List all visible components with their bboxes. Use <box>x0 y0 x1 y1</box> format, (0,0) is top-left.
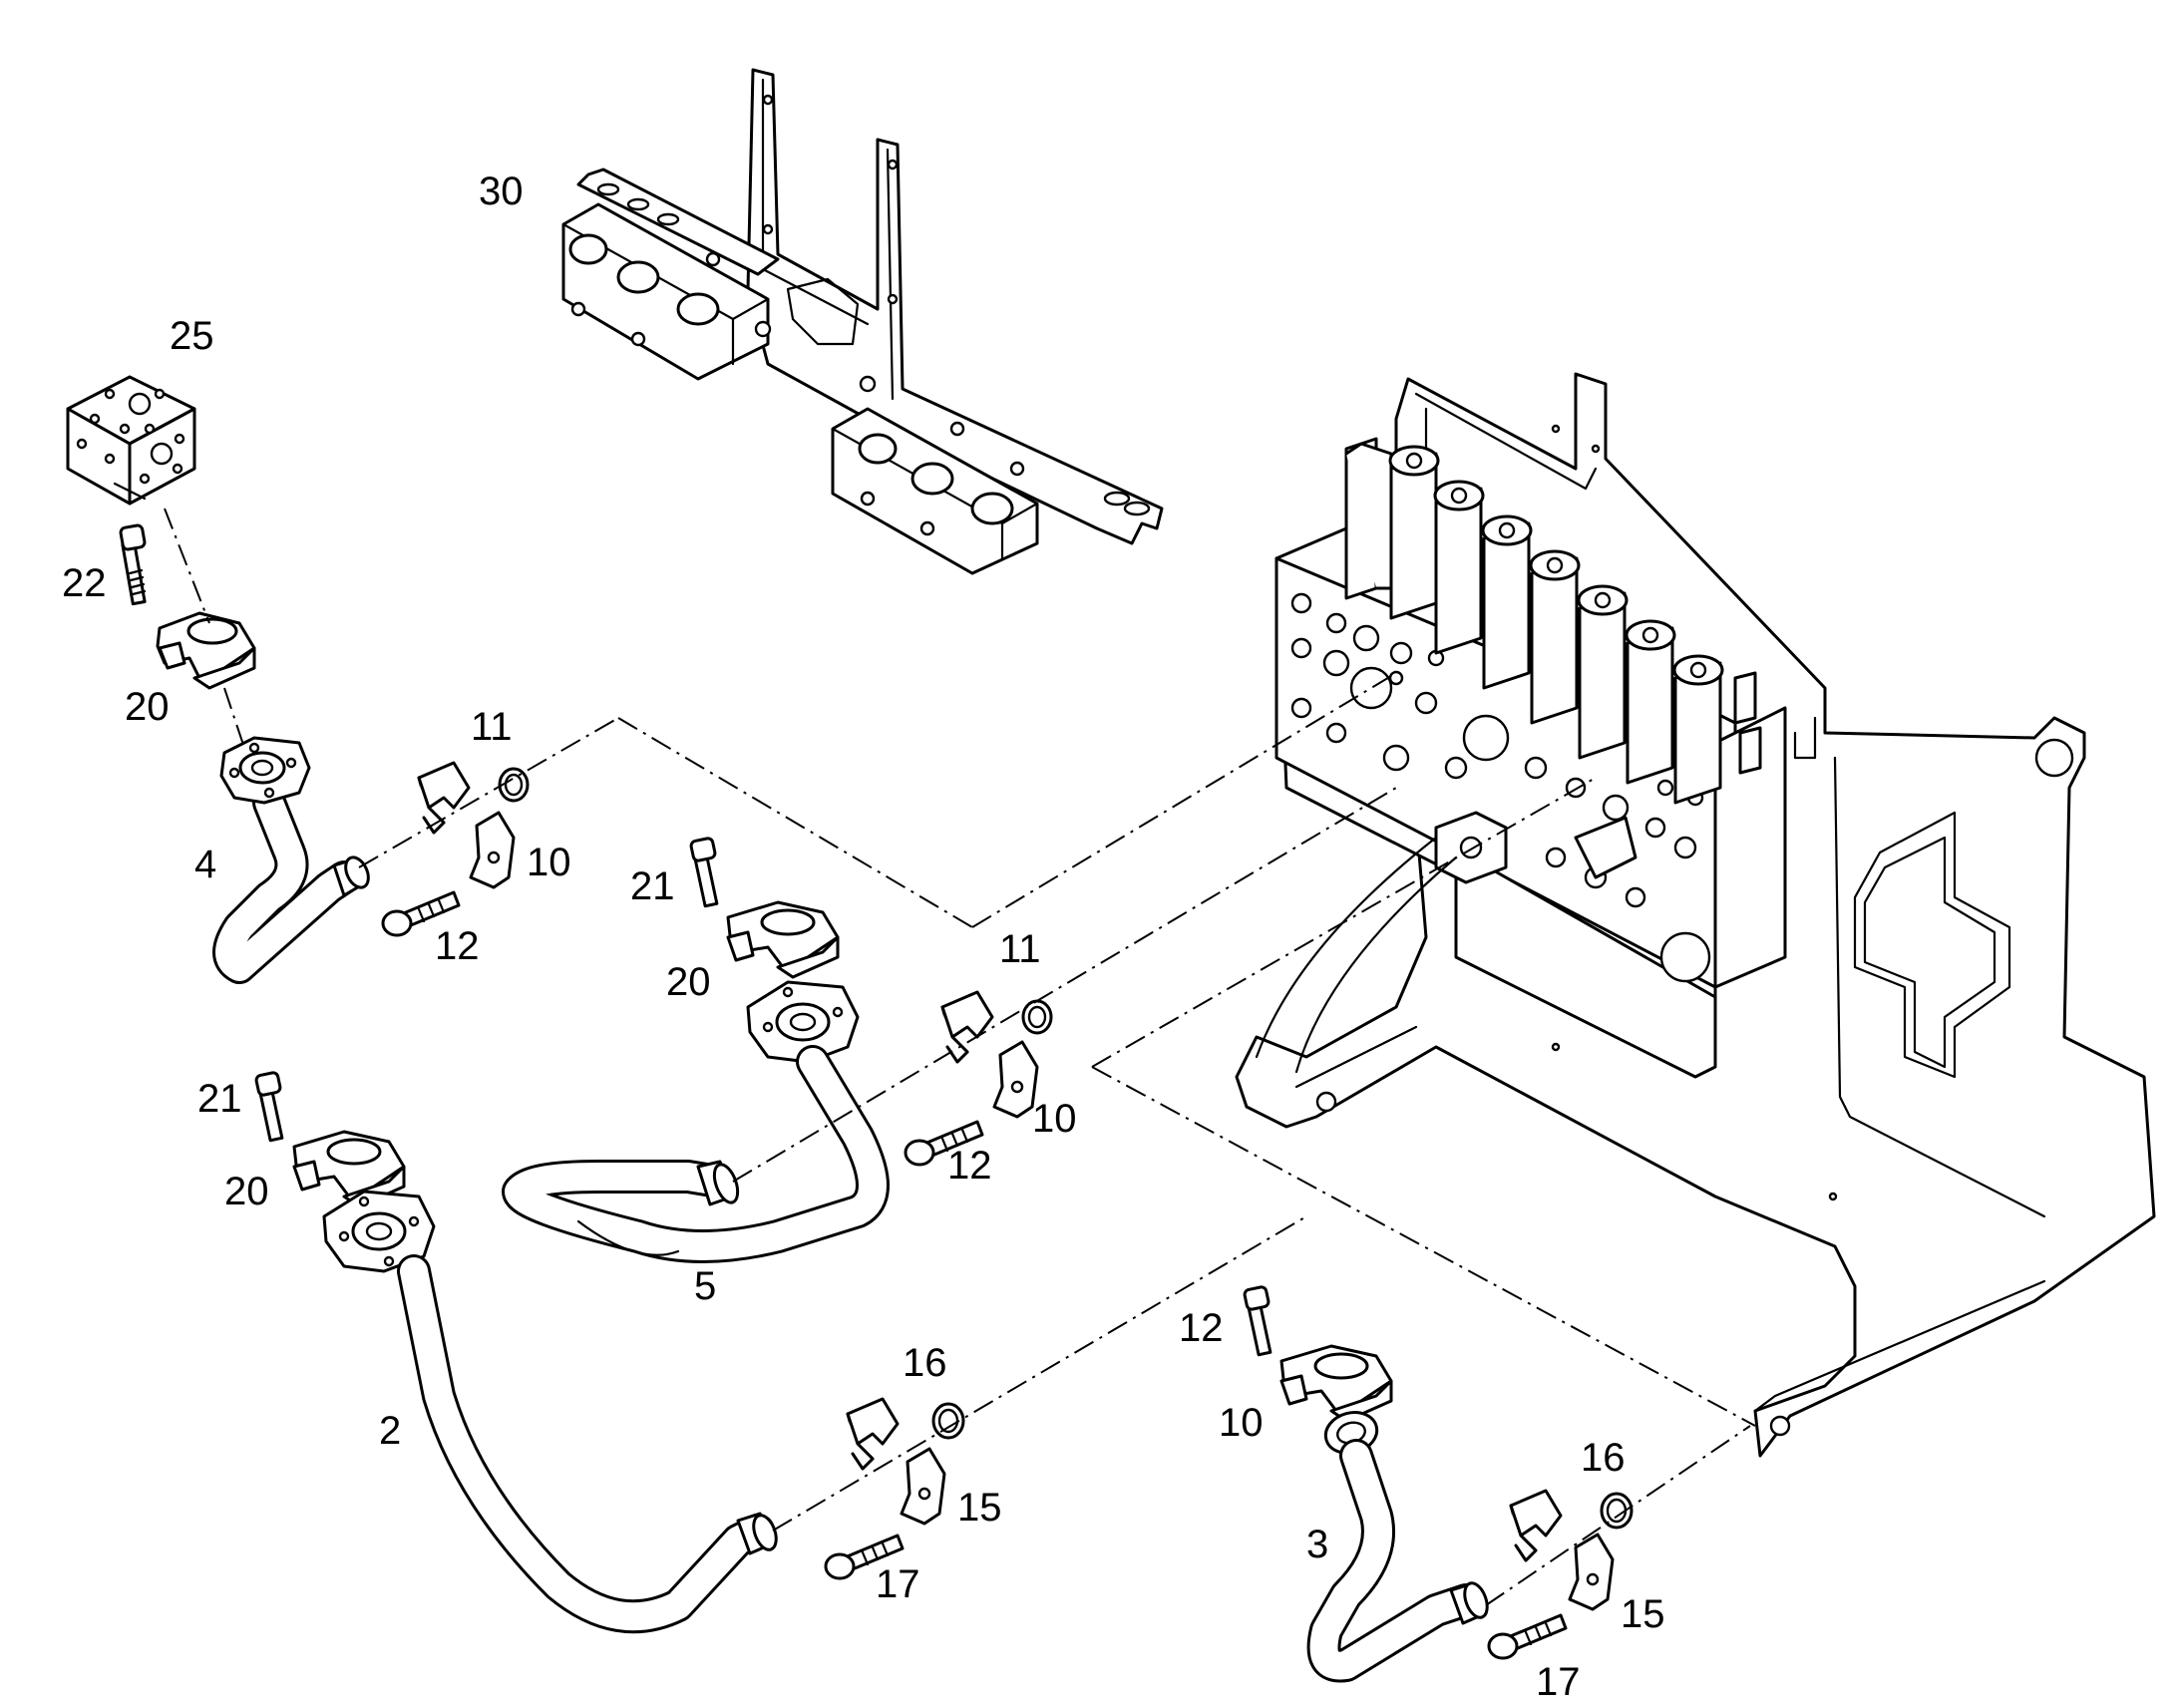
part-20-split-flange-mid <box>726 900 840 979</box>
callout-3: 3 <box>1306 1523 1328 1566</box>
callout-15-a: 15 <box>957 1486 1002 1530</box>
callout-11-b: 11 <box>999 927 1041 971</box>
flange-halves-16-15-set-a <box>846 1397 965 1526</box>
flange-halves-11-10-set-a <box>417 761 530 889</box>
callout-labels: 30 25 22 20 4 11 10 12 21 20 11 10 12 21… <box>62 170 1665 1704</box>
solenoid-coils <box>1344 437 1762 805</box>
part-5-pipe <box>502 980 890 1263</box>
part-12-bolt-b <box>904 1120 984 1167</box>
callout-12-b: 12 <box>947 1144 992 1188</box>
callout-10-c: 10 <box>1219 1401 1264 1445</box>
part-12-bolt-a <box>381 890 461 937</box>
callout-17-b: 17 <box>1536 1660 1581 1704</box>
callout-21-b: 21 <box>197 1077 242 1121</box>
callout-22: 22 <box>62 561 107 605</box>
part-21-bolt-b <box>254 1071 284 1143</box>
part-10-split-flange-low <box>1279 1344 1393 1423</box>
callout-5: 5 <box>694 1264 716 1308</box>
callout-25: 25 <box>170 314 214 358</box>
part-17-bolt-b <box>1487 1613 1568 1660</box>
callout-16-b: 16 <box>1581 1436 1626 1480</box>
part-22-bolt <box>119 523 147 606</box>
callout-10-a: 10 <box>527 841 571 884</box>
flange-halves-16-15-set-b <box>1509 1489 1634 1611</box>
callout-20-a: 20 <box>125 685 170 729</box>
part-3-pipe <box>1306 1411 1489 1683</box>
callout-2: 2 <box>379 1409 401 1453</box>
part-12-bolt-c <box>1243 1285 1272 1357</box>
callout-16-a: 16 <box>903 1341 947 1385</box>
valve-block-ports <box>1290 592 1711 983</box>
callout-30: 30 <box>479 170 524 213</box>
callout-4: 4 <box>194 843 216 886</box>
callout-17-a: 17 <box>876 1562 920 1606</box>
callout-20-b: 20 <box>666 960 711 1004</box>
callout-11-a: 11 <box>471 705 513 749</box>
callout-12-c: 12 <box>1179 1306 1224 1350</box>
part-20-split-flange-top <box>156 611 256 690</box>
callout-21-a: 21 <box>630 864 675 908</box>
part-2-pipe <box>322 1190 778 1634</box>
part-25-adapter-block <box>66 375 196 506</box>
part-4-pipe <box>212 736 370 984</box>
part-17-bolt-a <box>824 1534 905 1580</box>
flange-halves-11-10-set-b <box>940 990 1053 1119</box>
callout-12-a: 12 <box>435 924 480 968</box>
callout-15-b: 15 <box>1621 1592 1665 1636</box>
part-30-clamp-bracket <box>561 68 1164 575</box>
callout-20-c: 20 <box>224 1170 269 1213</box>
part-21-bolt-a <box>689 837 719 908</box>
valve-block <box>1274 437 1787 1079</box>
callout-10-b: 10 <box>1032 1097 1077 1141</box>
